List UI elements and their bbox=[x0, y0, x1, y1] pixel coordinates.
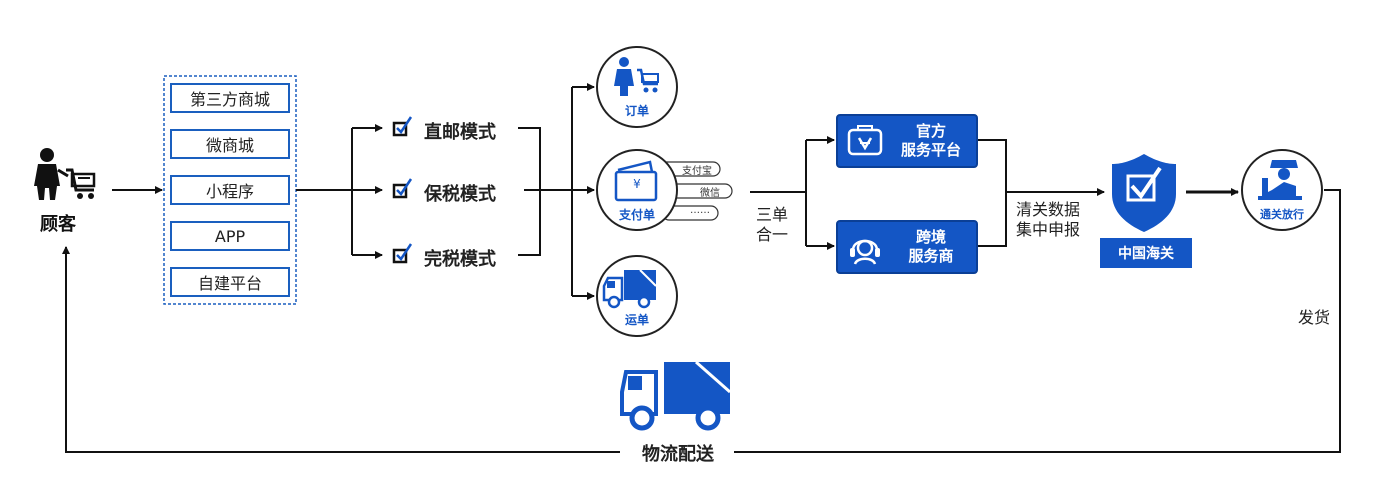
connector-platforms-merge bbox=[978, 139, 1007, 247]
truck-icon bbox=[602, 269, 657, 309]
wallet-icon bbox=[614, 160, 658, 202]
channel-self-built-platform: 自建平台 bbox=[170, 267, 290, 297]
merge-label-line1: 三单 bbox=[756, 205, 789, 224]
customs-shield-icon bbox=[1112, 154, 1176, 232]
clearance-label: 通关放行 bbox=[1260, 208, 1304, 221]
mode-direct-mail: 直邮模式 bbox=[424, 122, 496, 143]
order-shopper-icon bbox=[614, 57, 659, 96]
customs-officer-icon bbox=[1258, 160, 1302, 200]
order-circle bbox=[596, 46, 678, 128]
logistics-truck-icon bbox=[620, 360, 731, 431]
waybill-label: 运单 bbox=[624, 313, 649, 327]
checkbox-icon bbox=[392, 178, 413, 199]
payment-method-wechat: 微信 bbox=[700, 188, 720, 199]
declaration-line2: 集中申报 bbox=[1016, 220, 1081, 239]
checkbox-icon bbox=[392, 116, 413, 137]
cross-border-box: 跨境 服务商 bbox=[836, 220, 978, 274]
customer-label: 顾客 bbox=[40, 214, 76, 235]
ship-label: 发货 bbox=[1298, 308, 1331, 327]
mode-duty-paid: 完税模式 bbox=[424, 249, 496, 270]
order-label: 订单 bbox=[624, 104, 649, 118]
arrow-delivery-to-customer bbox=[62, 246, 620, 453]
payment-method-more: …… bbox=[690, 205, 710, 216]
payment-method-alipay: 支付宝 bbox=[682, 166, 712, 177]
payment-circle bbox=[596, 149, 678, 231]
declaration-label: 清关数据 集中申报 bbox=[1016, 200, 1080, 240]
official-platform-label: 官方 服务平台 bbox=[890, 122, 972, 160]
channel-mini-program: 小程序 bbox=[170, 175, 290, 205]
checkbox-icon bbox=[392, 243, 413, 264]
cross-border-label: 跨境 服务商 bbox=[890, 228, 972, 266]
channel-micro-mall: 微商城 bbox=[170, 129, 290, 159]
logistics-label: 物流配送 bbox=[630, 440, 726, 466]
channel-app: APP bbox=[170, 221, 290, 251]
channel-third-party-mall: 第三方商城 bbox=[170, 83, 290, 113]
connector-ship-down bbox=[734, 189, 1341, 453]
merge-label: 三单 合一 bbox=[756, 205, 788, 245]
coupon-icon bbox=[847, 125, 883, 156]
cross-border-line1: 跨境 bbox=[915, 228, 946, 246]
customs-label: 中国海关 bbox=[1100, 238, 1192, 268]
official-platform-box: 官方 服务平台 bbox=[836, 114, 978, 168]
mode-bonded: 保税模式 bbox=[424, 184, 496, 205]
payment-label: 支付单 bbox=[618, 208, 655, 222]
connector-modes-merge bbox=[518, 127, 541, 256]
headset-icon bbox=[850, 239, 880, 265]
declaration-line1: 清关数据 bbox=[1016, 200, 1081, 219]
official-platform-line1: 官方 bbox=[915, 122, 946, 140]
cross-border-line2: 服务商 bbox=[908, 247, 954, 265]
yuan-icon: ¥ bbox=[633, 177, 641, 191]
merge-label-line2: 合一 bbox=[756, 225, 789, 244]
official-platform-line2: 服务平台 bbox=[900, 141, 961, 159]
customer-shopper-icon bbox=[34, 148, 96, 200]
